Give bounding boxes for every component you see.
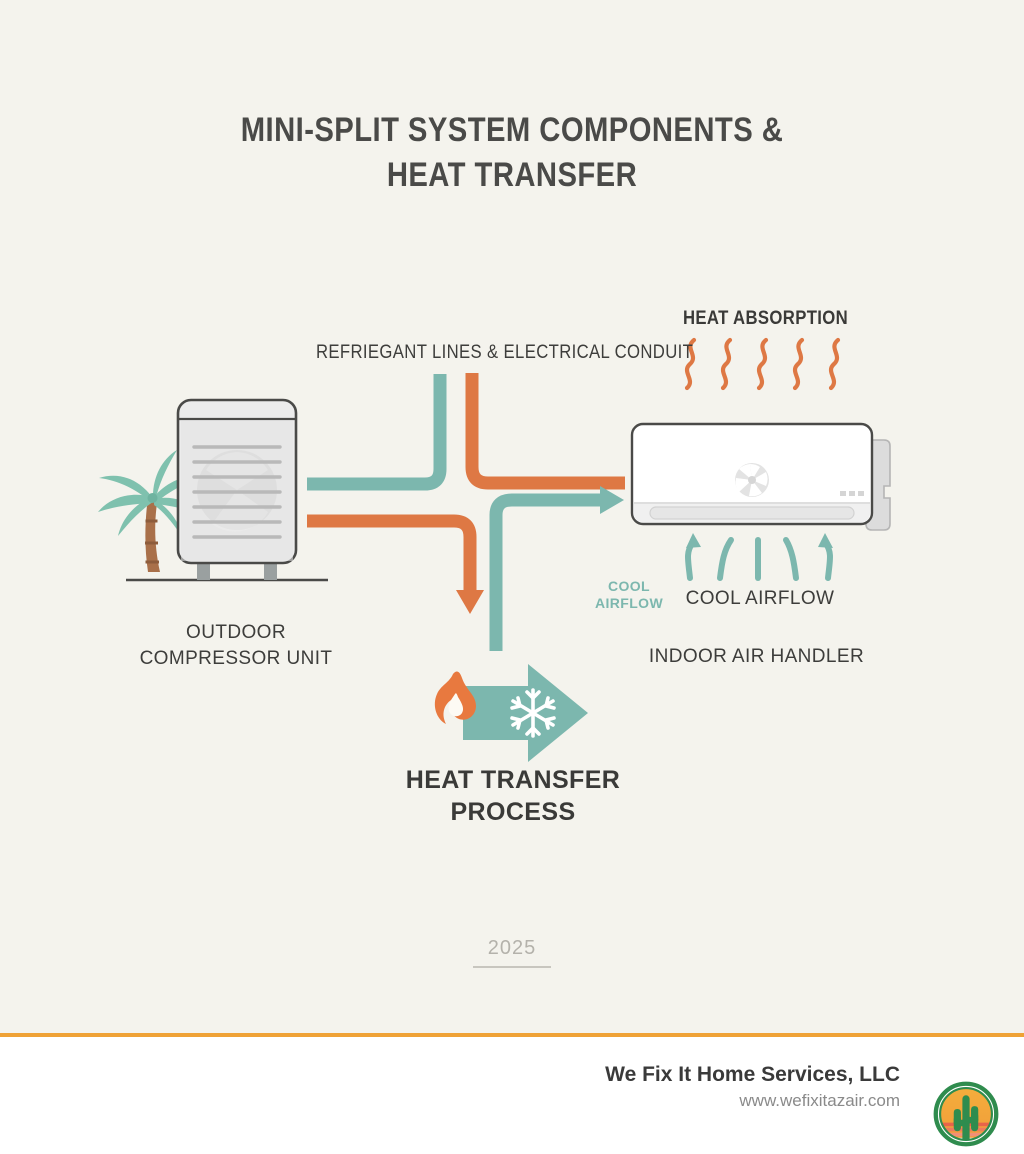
footer-bar: We Fix It Home Services, LLC www.wefixit… (0, 1037, 1024, 1154)
label-heat-transfer-line-2: PROCESS (450, 798, 576, 826)
label-heat-absorption: HEAT ABSORPTION (683, 308, 849, 329)
snowflake-icon (510, 688, 556, 738)
orange-arrowhead-down (456, 590, 484, 614)
label-cool-airflow-secondary: COOL AIRFLOW (583, 578, 675, 612)
page-title: MINI-SPLIT SYSTEM COMPONENTS & HEAT TRAN… (0, 108, 1024, 198)
heat-wave-4 (792, 337, 805, 391)
label-refrigerant-conduit: REFRIEGANT LINES & ELECTRICAL CONDUIT (316, 342, 694, 363)
title-line-1: MINI-SPLIT SYSTEM COMPONENTS & (240, 111, 784, 149)
footer-text-block: We Fix It Home Services, LLC www.wefixit… (605, 1061, 900, 1113)
label-outdoor-line-1: OUTDOOR (186, 622, 286, 643)
refrigerant-line-group (307, 373, 625, 651)
flame-icon (434, 671, 476, 724)
indoor-air-handler-icon (630, 422, 891, 531)
teal-pipe-bottom-to-indoor (489, 493, 602, 651)
palm-tree-icon (98, 450, 205, 572)
orange-pipe-top-to-indoor (465, 373, 625, 490)
label-outdoor-compressor-unit: OUTDOOR COMPRESSOR UNIT (0, 620, 472, 672)
heat-transfer-arrow (434, 664, 588, 762)
title-line-2: HEAT TRANSFER (386, 156, 638, 194)
cool-arrow-5 (823, 541, 833, 581)
cool-arrow-2 (717, 537, 734, 581)
heat-absorption-waves (684, 337, 841, 391)
year-underline (473, 966, 551, 968)
year-stamp: 2025 (487, 937, 537, 959)
cool-arrow-4 (783, 537, 799, 581)
footer-website-url[interactable]: www.wefixitazair.com (739, 1091, 900, 1110)
label-indoor-air-handler: INDOOR AIR HANDLER (648, 646, 865, 667)
cool-airflow-arrows (685, 533, 833, 581)
label-cool-airflow-secondary-line-2: AIRFLOW (594, 595, 664, 611)
label-heat-transfer-process: HEAT TRANSFER PROCESS (338, 764, 688, 828)
cool-arrow-1 (685, 541, 695, 581)
heat-wave-1 (684, 337, 697, 391)
label-heat-transfer-line-1: HEAT TRANSFER (405, 766, 621, 794)
orange-pipe-outdoor-down (307, 514, 477, 594)
heat-wave-2 (720, 337, 733, 391)
mini-split-diagram (98, 337, 891, 762)
company-logo-icon (933, 1081, 999, 1147)
teal-pipe-outdoor-up (307, 374, 447, 491)
heat-wave-3 (756, 337, 769, 391)
label-cool-airflow-secondary-line-1: COOL (607, 578, 651, 594)
diagram-body: MINI-SPLIT SYSTEM COMPONENTS & HEAT TRAN… (0, 108, 1024, 968)
teal-arrowhead-right (600, 486, 624, 514)
footer-divider (0, 1033, 1024, 1037)
outdoor-compressor-unit-icon (176, 398, 298, 580)
label-cool-airflow: COOL AIRFLOW (685, 588, 835, 609)
heat-wave-5 (828, 337, 841, 391)
label-outdoor-line-2: COMPRESSOR UNIT (139, 648, 333, 669)
footer-company-name: We Fix It Home Services, LLC (605, 1063, 900, 1086)
